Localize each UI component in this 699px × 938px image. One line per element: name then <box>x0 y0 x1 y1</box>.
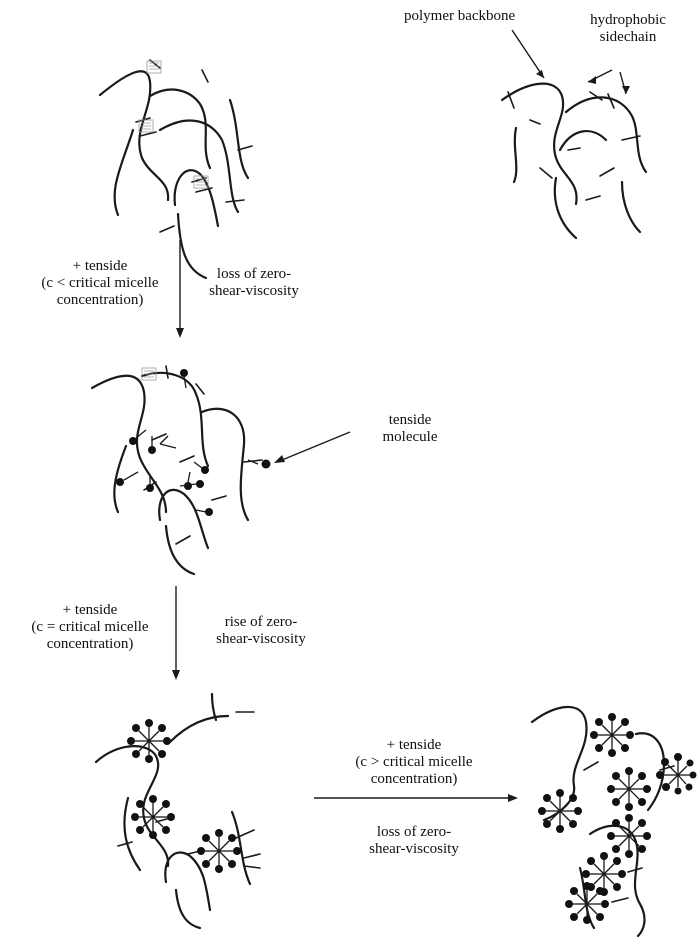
network-mixed-micelles <box>96 694 260 928</box>
label-step3-effect: loss of zero- shear-viscosity <box>350 824 478 858</box>
network-with-tensides <box>92 366 271 574</box>
arrow-step3 <box>314 794 518 802</box>
micelle <box>607 767 651 811</box>
tenside-molecules <box>116 369 271 516</box>
label-polymer-backbone: polymer backbone <box>404 8 515 25</box>
label-step1-condition: + tenside (c < critical micelle concentr… <box>16 258 184 309</box>
label-step2-effect: rise of zero- shear-viscosity <box>198 614 324 648</box>
label-step1-effect: loss of zero- shear-viscosity <box>194 266 314 300</box>
label-tenside-molecule: tenside molecule <box>358 412 462 446</box>
micelle <box>127 719 171 763</box>
micelle <box>607 814 651 858</box>
label-step2-condition: + tenside (c = critical micelle concentr… <box>2 602 178 653</box>
micelle <box>131 795 175 839</box>
micelle <box>656 753 697 795</box>
label-hydrophobic-sidechain: hydrophobic sidechain <box>572 12 684 46</box>
micelle <box>538 789 582 833</box>
micelle <box>590 713 634 757</box>
micelle-group-left <box>127 719 241 873</box>
tenside-pointer-arrow <box>274 432 350 463</box>
label-step3-condition: + tenside (c > critical micelle concentr… <box>326 737 502 788</box>
micelle <box>197 829 241 873</box>
network-legend <box>502 84 646 238</box>
micelle <box>565 882 609 924</box>
micelle-group-right <box>538 713 697 924</box>
network-initial <box>100 60 252 278</box>
association-hatch <box>142 368 156 380</box>
